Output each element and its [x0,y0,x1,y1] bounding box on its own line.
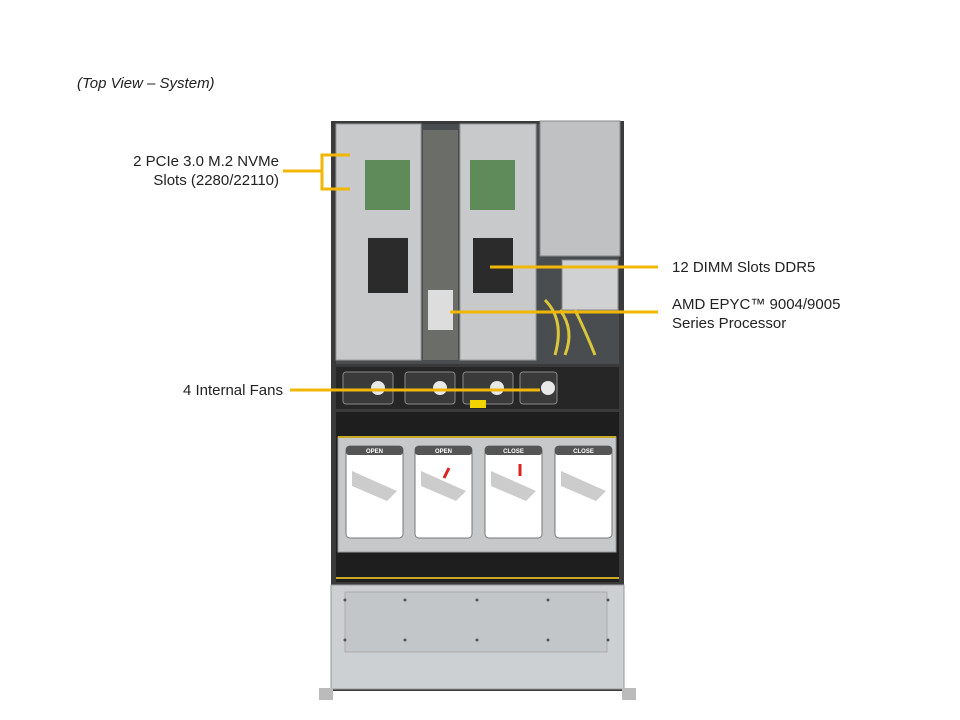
callout-text: Series Processor [672,315,787,332]
callout-lines [283,153,658,392]
callout-text: 2 PCIe 3.0 M.2 NVMe [133,153,279,170]
view-caption: (Top View – System) [77,75,215,92]
drive-card-title: CLOSE [503,449,524,455]
callout-fans: 4 Internal Fans [183,381,283,400]
psu-bay [539,120,621,257]
drive-card-title: OPEN [366,449,383,455]
drive-cards: OPEN OPEN CLOSE CLOSE [345,445,613,539]
cpu-label [428,290,453,330]
callout-text: AMD EPYC™ 9004/9005 [672,296,841,313]
callout-dimm-slots: 12 DIMM Slots DDR5 [672,258,815,277]
callout-m2-slots: 2 PCIe 3.0 M.2 NVMe Slots (2280/22110) [133,152,279,190]
callout-text: Slots (2280/22110) [153,172,279,189]
callout-processor: AMD EPYC™ 9004/9005 Series Processor [672,295,840,333]
drive-card-title: OPEN [435,449,452,455]
callout-text: 4 Internal Fans [182,382,283,399]
callout-text: 12 DIMM Slots DDR5 [672,259,816,276]
drive-card-title: CLOSE [573,449,594,455]
